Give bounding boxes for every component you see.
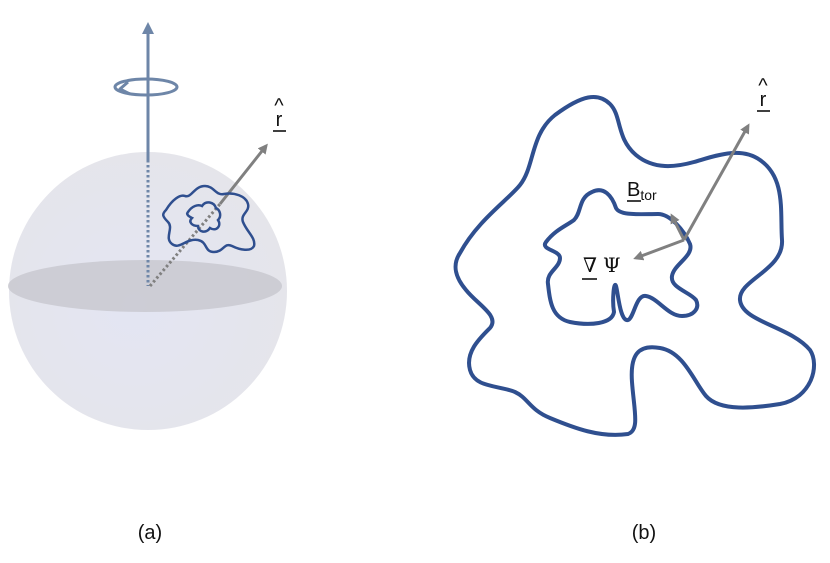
b-tor-arrow (670, 213, 686, 241)
flux-loop-outer (453, 95, 816, 437)
flux-loop-small-inner (185, 201, 222, 233)
r-hat-label-a-hat: ^ (274, 95, 284, 117)
panel-a: ^ r (a) (8, 22, 287, 544)
panel-b: ^ r Btor ∇ Ψ (b) (453, 75, 816, 544)
flux-loop-small-outer (162, 184, 256, 254)
equatorial-plane (8, 260, 282, 312)
r-hat-label-a: r (276, 109, 283, 131)
radial-arrow-b (682, 123, 750, 241)
flux-loop-inner (542, 188, 700, 326)
caption-b: (b) (632, 522, 656, 544)
psi-label: Ψ (603, 253, 621, 277)
r-hat-label-b: r (760, 89, 767, 111)
nabla-label: ∇ (583, 253, 597, 277)
b-tor-label: Btor (627, 179, 657, 203)
b-tor-sub: tor (640, 187, 657, 203)
caption-a: (a) (138, 522, 162, 544)
b-tor-main: B (627, 179, 640, 201)
rotation-circle-icon (113, 77, 179, 97)
grad-psi-arrow (633, 238, 685, 261)
r-hat-label-b-hat: ^ (758, 75, 768, 97)
